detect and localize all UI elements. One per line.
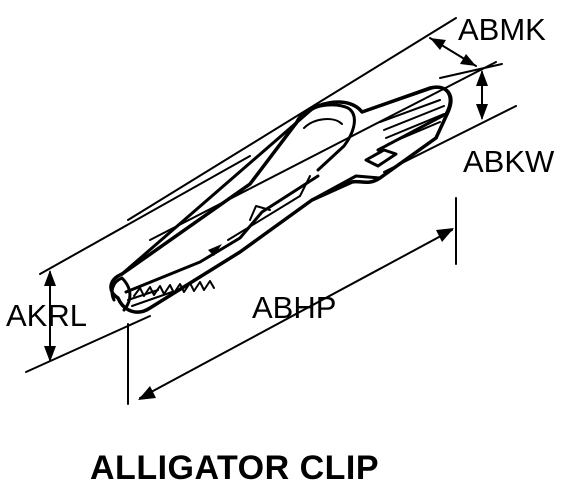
abkw-extension-upper — [439, 63, 503, 79]
clip-lower-rear — [310, 136, 438, 202]
akrl-arrowhead-bottom — [44, 346, 56, 362]
abkw-arrowhead-top — [476, 70, 488, 86]
akrl-label: AKRL — [6, 298, 87, 333]
clip-sleeve-ribs — [379, 99, 445, 145]
dimension-abmk: ABMK — [127, 12, 546, 241]
abmk-arrowhead-bottom — [460, 54, 476, 66]
abmk-extension-lower — [149, 61, 497, 241]
dimension-akrl: AKRL — [6, 155, 251, 373]
clip-upper-jaw — [120, 102, 320, 276]
akrl-arrowhead-top — [44, 270, 56, 286]
abkw-arrowhead-bottom — [476, 104, 488, 120]
abmk-extension-upper — [127, 17, 457, 221]
abmk-label: ABMK — [458, 12, 546, 47]
clip-cable-slot — [364, 148, 398, 168]
clip-tip-detail — [127, 289, 173, 307]
dimension-abkw: ABKW — [383, 63, 555, 179]
clip-sleeve — [360, 85, 452, 152]
abhp-dimension-line — [139, 229, 453, 399]
clip-side-panel — [227, 175, 311, 241]
abkw-label: ABKW — [463, 144, 555, 179]
clip-lever-inner — [303, 118, 343, 129]
dimension-abhp: ABHP — [127, 197, 457, 405]
clip-teeth — [133, 280, 215, 297]
abhp-arrowhead-left — [138, 386, 156, 400]
abmk-arrowhead-top — [430, 38, 446, 50]
abhp-label: ABHP — [252, 290, 336, 325]
abkw-extension-lower — [383, 105, 517, 173]
alligator-clip-drawing — [109, 85, 453, 314]
abhp-arrowhead-right — [436, 228, 454, 242]
akrl-extension-lower — [25, 315, 151, 373]
clip-shadow-mark — [208, 244, 222, 256]
diagram-caption: ALLIGATOR CLIP — [90, 449, 379, 487]
clip-jaw-line — [124, 174, 320, 294]
akrl-extension-upper — [39, 155, 251, 275]
